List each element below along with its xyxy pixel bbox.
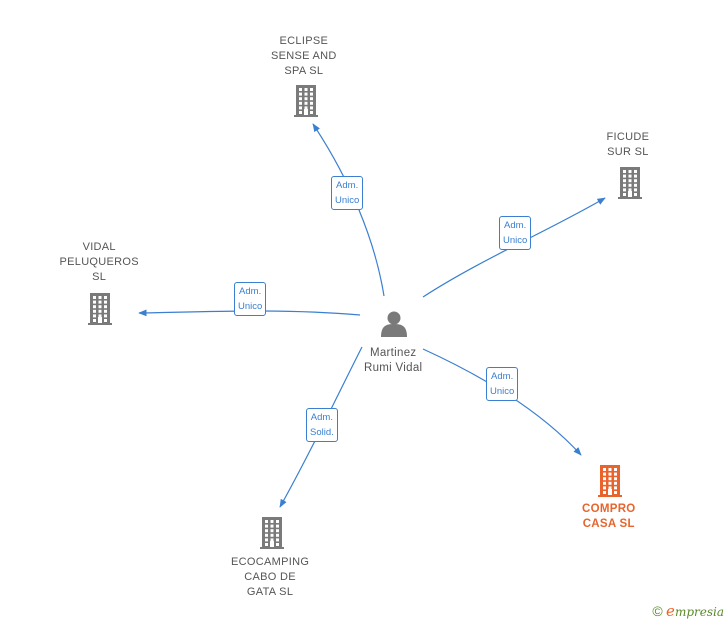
company-label-eclipse: ECLIPSE SENSE AND SPA SL — [271, 35, 337, 77]
building-icon-compro[interactable] — [598, 465, 622, 497]
building-icon-eclipse[interactable] — [294, 85, 318, 117]
company-label-ecocamping: ECOCAMPING CABO DE GATA SL — [231, 556, 310, 598]
edge-label-eclipse[interactable]: Adm. Unico — [331, 176, 364, 210]
person-icon[interactable] — [381, 311, 407, 338]
edge-label-compro[interactable]: Adm. Unico — [486, 367, 519, 401]
brand-initial: e — [666, 602, 675, 620]
edge-compro — [422, 348, 582, 456]
building-icon-ficude[interactable] — [618, 167, 642, 199]
copyright-symbol: © — [652, 603, 663, 619]
edge-label-vidal[interactable]: Adm. Unico — [234, 282, 267, 316]
company-label-compro: COMPRO CASA SL — [582, 503, 636, 530]
brand-name: mpresia — [674, 605, 724, 619]
edge-eclipse — [312, 123, 385, 297]
company-label-vidal: VIDAL PELUQUEROS SL — [59, 241, 139, 283]
company-label-ficude: FICUDE SUR SL — [606, 131, 650, 158]
edge-label-ficude[interactable]: Adm. Unico — [499, 216, 532, 250]
person-label: Martinez Rumi Vidal — [364, 347, 423, 374]
brand-watermark: © empresia — [652, 602, 724, 620]
building-icon-ecocamping[interactable] — [260, 517, 284, 549]
edge-label-ecocamping[interactable]: Adm. Solid. — [306, 408, 338, 442]
building-icon-vidal[interactable] — [88, 293, 112, 325]
